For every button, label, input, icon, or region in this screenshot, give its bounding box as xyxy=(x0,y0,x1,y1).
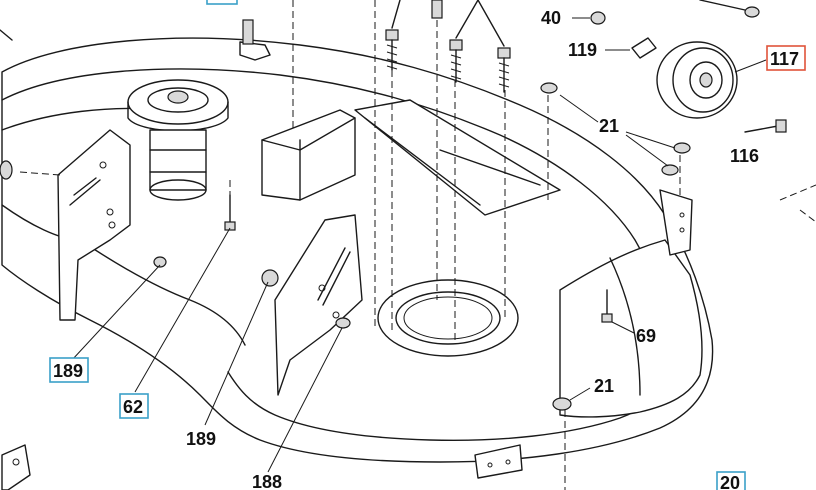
callout-62: 62 xyxy=(123,397,143,417)
washer-119 xyxy=(631,37,657,59)
callout-21: 21 xyxy=(594,376,614,396)
callout-189-box xyxy=(49,357,89,383)
callout-partial-box xyxy=(206,0,238,5)
bolt-116 xyxy=(744,119,787,133)
bolt xyxy=(385,29,399,71)
idler-pulley-117 xyxy=(656,41,738,119)
pulley-assembly xyxy=(127,79,229,201)
bolt xyxy=(449,39,463,83)
bushing-188 xyxy=(335,317,351,329)
right-hanger-bracket xyxy=(274,214,363,396)
callout-119: 119 xyxy=(568,40,597,60)
bushing-189 xyxy=(261,269,279,287)
callout-188: 188 xyxy=(252,472,282,490)
nut xyxy=(0,160,13,180)
bolt-62 xyxy=(224,194,236,231)
callout-20-box xyxy=(716,471,746,490)
callout-117: 117 xyxy=(770,49,799,69)
nuts-and-washers xyxy=(0,6,760,411)
nut-21 xyxy=(552,397,572,411)
nut xyxy=(744,6,760,18)
nut-21 xyxy=(673,142,691,154)
bushing-189 xyxy=(153,256,167,268)
bolt xyxy=(497,47,511,93)
callouts: 40 119 117 21 116 69 21 189 62 189 188 2… xyxy=(49,0,806,490)
callout-117-box xyxy=(766,45,806,71)
nut-21 xyxy=(540,82,558,94)
callout-20: 20 xyxy=(720,473,740,490)
bottom-brackets xyxy=(1,444,523,490)
callout-189: 189 xyxy=(186,429,216,449)
callout-40: 40 xyxy=(541,8,561,28)
bolts xyxy=(224,0,787,323)
callout-21: 21 xyxy=(599,116,619,136)
idler-arm xyxy=(239,19,271,61)
left-hanger-bracket xyxy=(57,129,131,321)
nut-21 xyxy=(661,164,679,176)
blade-spindle-opening xyxy=(377,279,519,357)
bolt-69 xyxy=(601,289,613,323)
bolt xyxy=(431,0,443,19)
callout-69: 69 xyxy=(636,326,656,346)
callout-189: 189 xyxy=(53,361,83,381)
leader-lines xyxy=(71,17,767,473)
center-bracket xyxy=(261,109,356,201)
nut-40 xyxy=(590,11,606,25)
callout-62-box xyxy=(119,393,149,419)
callout-116: 116 xyxy=(730,146,759,166)
baffle-plate xyxy=(354,99,561,216)
